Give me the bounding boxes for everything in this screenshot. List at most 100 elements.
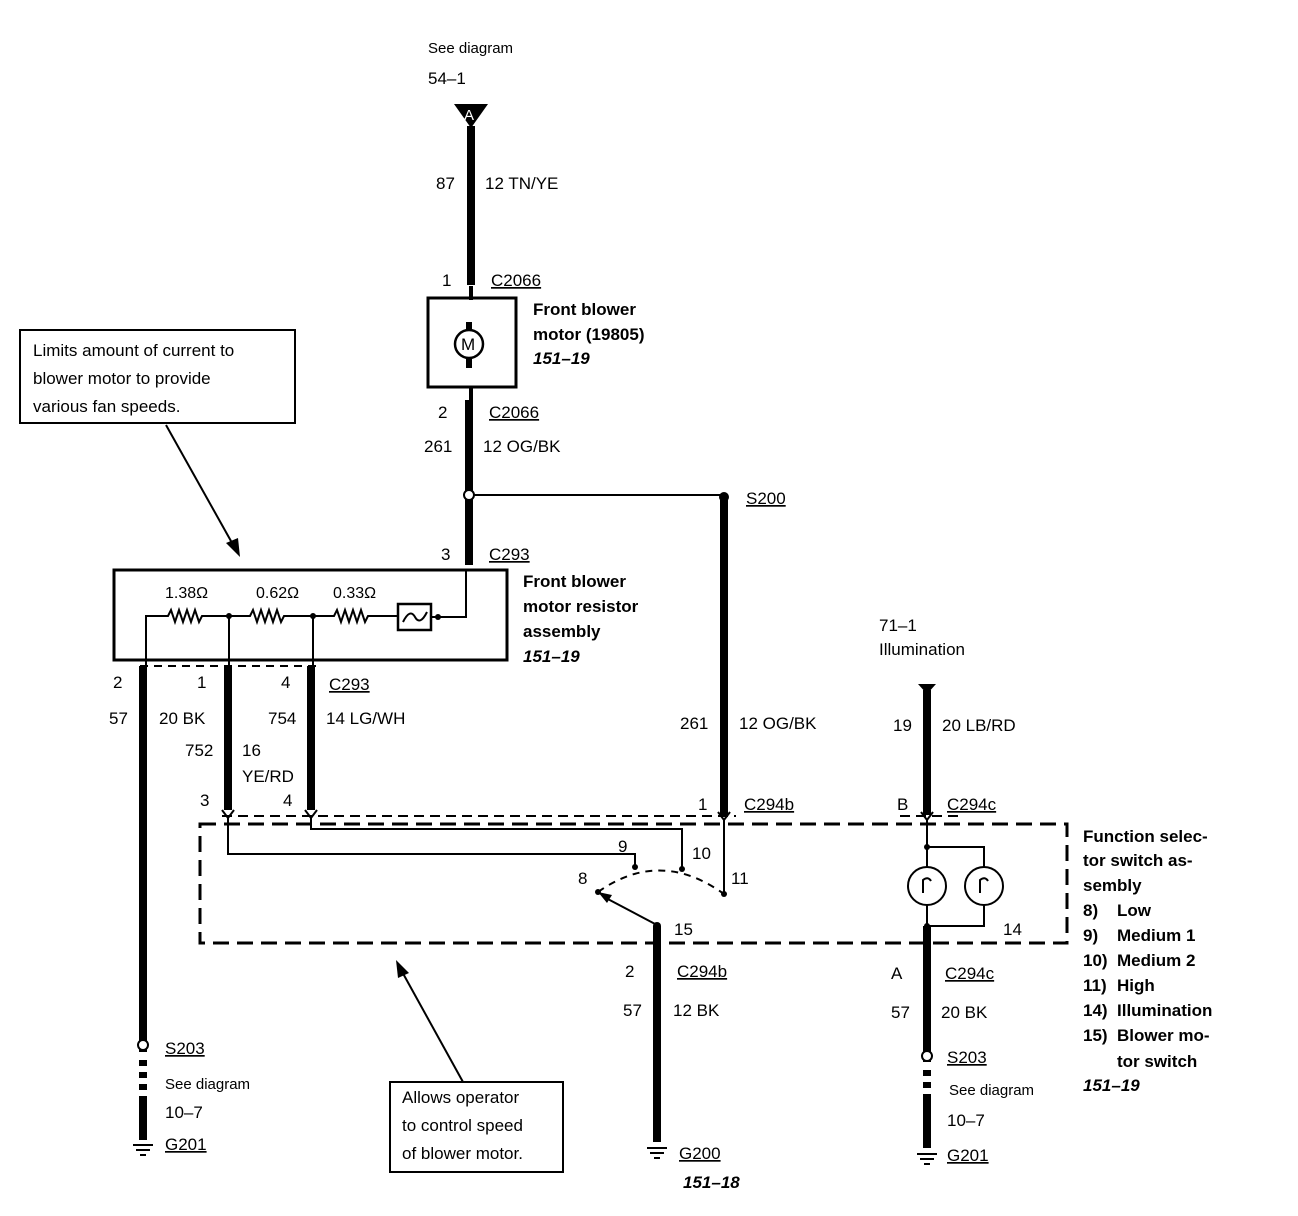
right-splice: S203 [947, 1048, 987, 1067]
resistor-name-l1: Front blower [523, 572, 626, 591]
motor-connector-bottom: C2066 [489, 403, 539, 422]
legend-number: 15) [1083, 1026, 1108, 1045]
motor-ref: 151–19 [533, 349, 590, 368]
motor-connector-top: C2066 [491, 271, 541, 290]
legend-label: Low [1117, 901, 1152, 920]
callout-bottom-arrow-icon [396, 960, 409, 978]
resistor-1-icon [145, 606, 229, 670]
right-pin: A [891, 964, 903, 983]
wire-261-branch-spec: 12 OG/BK [739, 714, 817, 733]
wire-57-circuit: 57 [109, 709, 128, 728]
legend-number: 11) [1083, 976, 1107, 995]
motor-icon [453, 328, 485, 360]
switch-pinB: B [897, 795, 908, 814]
resistor-pin-2: 2 [113, 673, 122, 692]
legend-label: Medium 1 [1117, 926, 1195, 945]
wire-261-spec: 12 OG/BK [483, 437, 561, 456]
mid-ref: 151–18 [683, 1173, 740, 1192]
legend-label: Illumination [1117, 1001, 1212, 1020]
right-spec: 20 BK [941, 1003, 988, 1022]
mid-spec: 12 BK [673, 1001, 720, 1020]
wire-261-circuit: 261 [424, 437, 452, 456]
legend-number: 14) [1083, 1001, 1108, 1020]
motor-pin2: 2 [438, 403, 447, 422]
switch-pos10: 10 [692, 844, 711, 863]
switch-title-l2: tor switch as- [1083, 851, 1193, 870]
resistor-pin-4: 4 [281, 673, 290, 692]
splice-s200-dot [719, 492, 729, 502]
switch-connector-c: C294c [947, 795, 997, 814]
wire-752-gauge: 16 [242, 741, 261, 760]
callout-bottom-l1: Allows operator [402, 1088, 520, 1107]
mid-ground: G200 [679, 1144, 721, 1163]
wire-19-circuit: 19 [893, 716, 912, 735]
ground-g200-icon [647, 1147, 667, 1159]
right-page: 10–7 [947, 1111, 985, 1130]
switch-arc [597, 869, 725, 895]
legend-label: Blower mo- [1117, 1026, 1210, 1045]
wire-87-spec: 12 TN/YE [485, 174, 558, 193]
resistor-pin-1: 1 [197, 673, 206, 692]
motor-name-l1: Front blower [533, 300, 636, 319]
splice-s203-left-dot [137, 1039, 149, 1051]
left-see: See diagram [165, 1076, 250, 1093]
splice-s200: S200 [746, 489, 786, 508]
wire-261-branch-circuit: 261 [680, 714, 708, 733]
resistor-r1: 1.38Ω [165, 585, 208, 602]
wire-752-circuit: 752 [185, 741, 213, 760]
left-ground: G201 [165, 1135, 207, 1154]
wiper-arrow-icon [598, 892, 612, 903]
motor-symbol: M [461, 335, 475, 354]
switch-pin14: 14 [1003, 920, 1022, 939]
resistor-r3: 0.33Ω [333, 585, 376, 602]
switch-assembly-box [198, 822, 1069, 945]
illum-arrow-icon [918, 684, 936, 694]
resistor-pin3: 3 [441, 545, 450, 564]
callout-top-l1: Limits amount of current to [33, 341, 234, 360]
callout-top-l2: blower motor to provide [33, 369, 211, 388]
switch-connector-b: C294b [744, 795, 794, 814]
right-circuit: 57 [891, 1003, 910, 1022]
resistor-ref: 151–19 [523, 647, 580, 666]
ground-g201-left-icon [133, 1144, 153, 1156]
top-see-diagram: See diagram [428, 40, 513, 57]
resistor-assembly-box [112, 568, 509, 662]
resistor-name-l2: motor resistor [523, 597, 639, 616]
ground-g201-right-icon [917, 1153, 937, 1165]
left-page: 10–7 [165, 1103, 203, 1122]
wire-87-circuit: 87 [436, 174, 455, 193]
legend-label: High [1117, 976, 1155, 995]
resistor-name-l3: assembly [523, 622, 601, 641]
switch-pos8: 8 [578, 869, 587, 888]
resistor-connector-bottom: C293 [329, 675, 370, 694]
legend-number: 9) [1083, 926, 1098, 945]
wire-752-color: YE/RD [242, 767, 294, 786]
illum-label: Illumination [879, 640, 965, 659]
mid-connector: C294b [677, 962, 727, 981]
connector-arrow-a-icon [454, 104, 488, 128]
resistor-r2: 0.62Ω [256, 585, 299, 602]
switch-pos11: 11 [731, 869, 749, 888]
motor-pin1: 1 [442, 271, 451, 290]
switch-pin4: 4 [283, 791, 292, 810]
callout-bottom-l3: of blower motor. [402, 1144, 523, 1163]
switch-ref: 151–19 [1083, 1076, 1140, 1095]
wire-19-spec: 20 LB/RD [942, 716, 1016, 735]
switch-pos15: 15 [674, 920, 693, 939]
right-ground: G201 [947, 1146, 989, 1165]
callout-bottom-l2: to control speed [402, 1116, 523, 1135]
left-splice: S203 [165, 1039, 205, 1058]
bulb-1-icon [907, 866, 947, 906]
switch-pos9: 9 [618, 837, 627, 856]
callout-top-arrow-icon [226, 538, 240, 557]
legend-label: Medium 2 [1117, 951, 1195, 970]
callout-top-l3: various fan speeds. [33, 397, 180, 416]
wire-754-circuit: 754 [268, 709, 296, 728]
resistor-2-icon [229, 606, 313, 626]
mid-circuit: 57 [623, 1001, 642, 1020]
legend-number: 8) [1083, 901, 1098, 920]
legend-number: 10) [1083, 951, 1108, 970]
switch-legend: 8) Low 9) Medium 1 10) Medium 2 11) High 14) Illu… [1083, 901, 1212, 1045]
